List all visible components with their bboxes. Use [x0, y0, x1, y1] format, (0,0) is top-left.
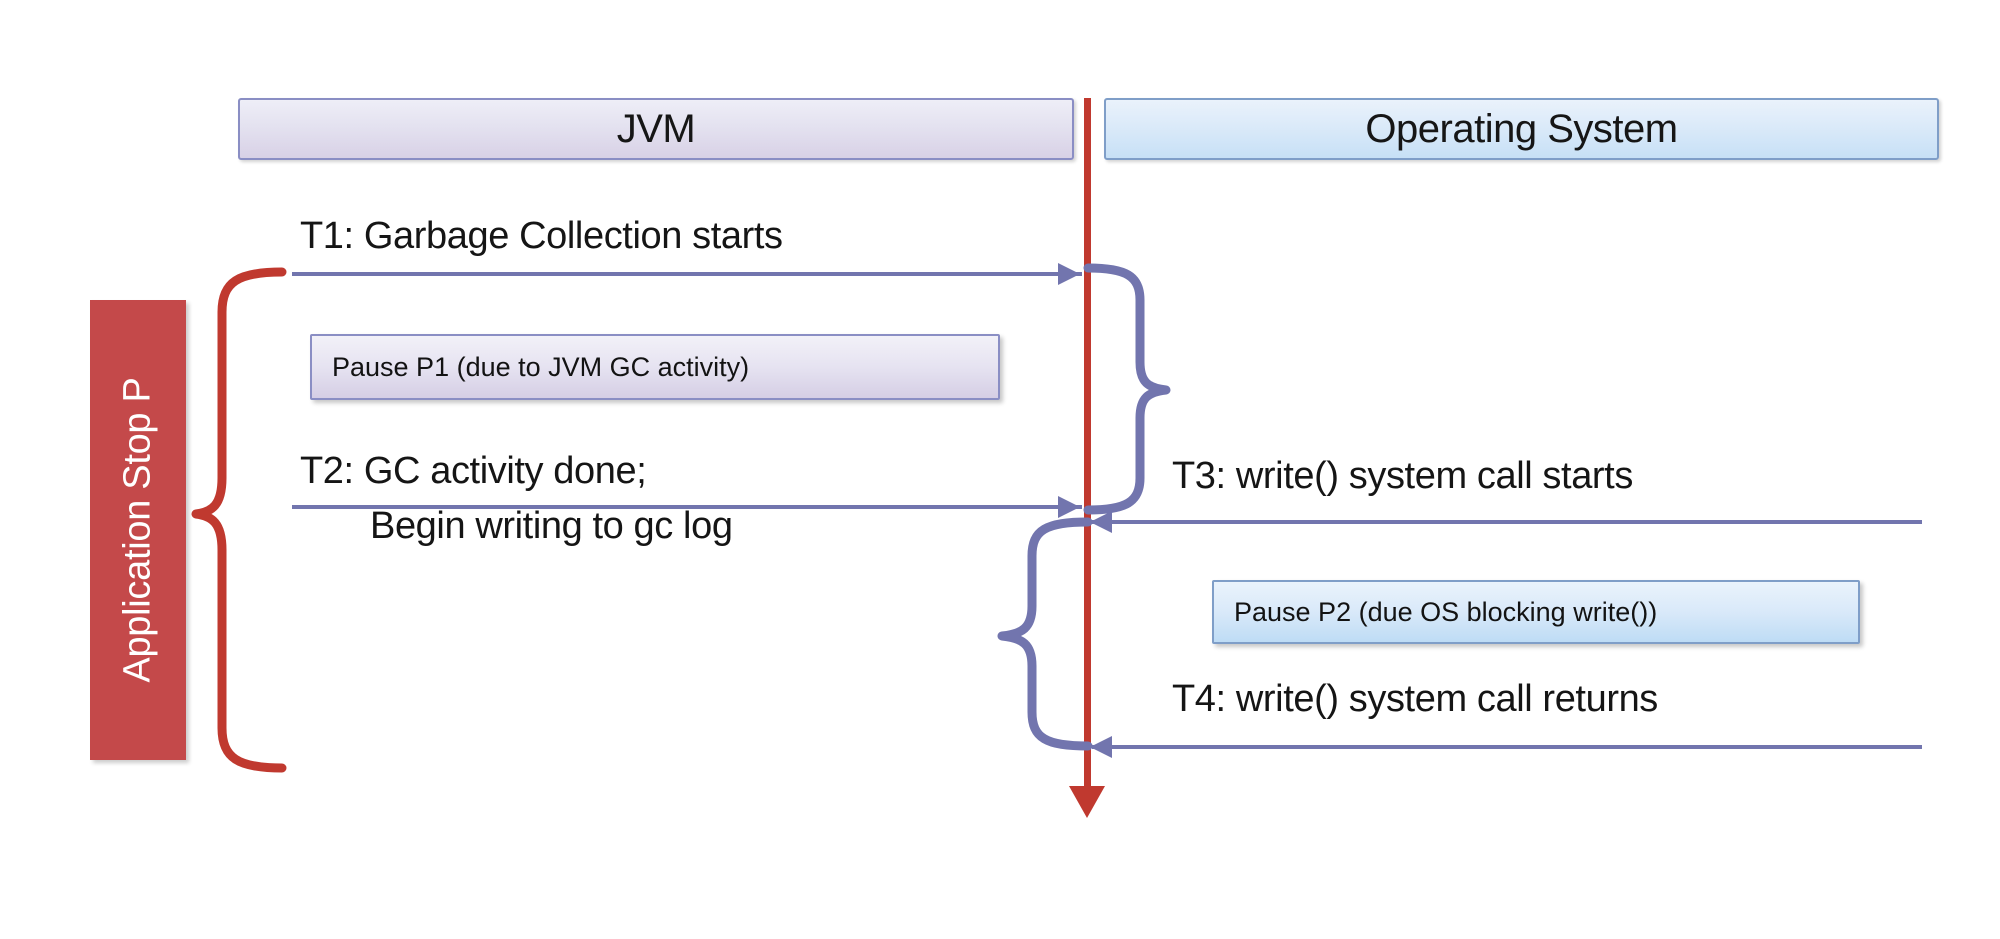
message-label-t3: T3: write() system call starts [1172, 455, 1633, 497]
message-arrowhead-t4-icon [1090, 736, 1112, 758]
message-arrowhead-t1-icon [1058, 263, 1080, 285]
message-line-t4 [1092, 745, 1922, 749]
message-label-t2-line1: T2: GC activity done; [300, 450, 647, 492]
lifeline-red-arrowhead-icon [1069, 786, 1105, 818]
annotation-application-stop-bar: Application Stop P [90, 300, 186, 760]
message-line-t2 [292, 505, 1082, 509]
note-pause-p1-label: Pause P1 (due to JVM GC activity) [332, 351, 750, 382]
message-arrowhead-t2-icon [1058, 496, 1080, 518]
message-label-t2-line2: Begin writing to gc log [370, 505, 733, 547]
brace-purple-os-pause-icon [997, 517, 1093, 751]
note-pause-p2-label: Pause P2 (due OS blocking write()) [1234, 596, 1658, 627]
message-line-t1 [292, 272, 1082, 276]
lifeline-red-vertical [1084, 98, 1091, 798]
message-label-t1: T1: Garbage Collection starts [300, 215, 783, 257]
message-arrowhead-t3-icon [1090, 511, 1112, 533]
participant-label-jvm: JVM [616, 106, 696, 151]
message-label-t4: T4: write() system call returns [1172, 678, 1658, 720]
brace-purple-jvm-pause-icon [1083, 263, 1171, 515]
brace-red-application-stop-icon [191, 267, 287, 773]
participant-header-operating-system: Operating System [1104, 98, 1939, 160]
note-pause-p1: Pause P1 (due to JVM GC activity) [310, 334, 1000, 400]
annotation-application-stop-label: Application Stop P [116, 377, 159, 683]
participant-label-operating-system: Operating System [1365, 106, 1678, 151]
message-line-t3 [1092, 520, 1922, 524]
participant-header-jvm: JVM [238, 98, 1074, 160]
note-pause-p2: Pause P2 (due OS blocking write()) [1212, 580, 1860, 644]
